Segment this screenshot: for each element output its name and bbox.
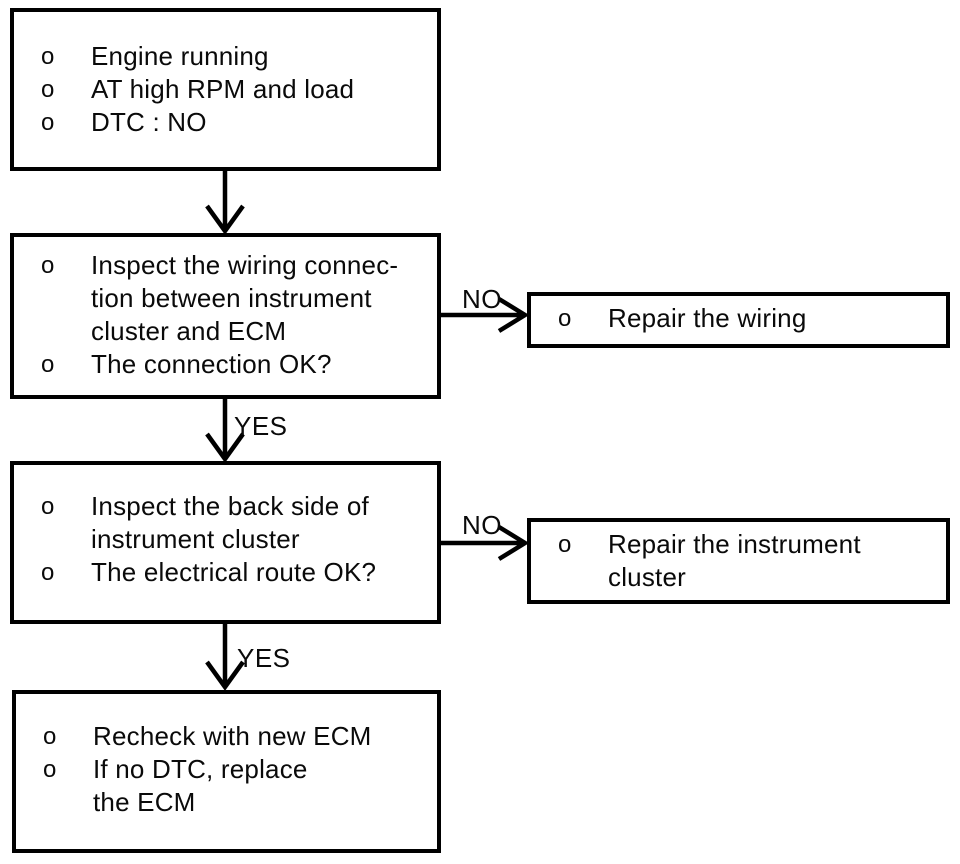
text-line: Repair the wiring <box>608 303 807 333</box>
text-line: AT high RPM and load <box>91 74 355 104</box>
bullet-marker: o <box>41 43 55 70</box>
text-line: tion between instrument <box>91 283 372 313</box>
bullet-item: o Engine running <box>14 40 437 73</box>
item-text: Inspect the back side of instrument clus… <box>91 490 437 556</box>
bullet-marker: o <box>43 723 57 750</box>
edge-label-yes-wiring: YES <box>234 411 288 441</box>
item-text: The connection OK? <box>91 348 437 381</box>
flow-box-repair-wiring: o Repair the wiring <box>527 292 950 348</box>
bullet-item: o Repair the instrument cluster <box>531 528 946 594</box>
text-line: Engine running <box>91 41 269 71</box>
item-text: Engine running <box>91 40 437 73</box>
bullet-marker: o <box>41 493 55 520</box>
text-line: The electrical route OK? <box>91 557 377 587</box>
edge-label-yes-cluster: YES <box>237 643 291 673</box>
bullet-item: o Inspect the wiring connec- tion betwee… <box>14 249 437 348</box>
arrow-right-no-wiring-icon <box>440 297 530 333</box>
bullet-item: o Recheck with new ECM <box>16 720 437 753</box>
text-line: Repair the instrument <box>608 529 861 559</box>
edge-label-no-cluster: NO <box>462 510 502 540</box>
bullet-marker: o <box>41 76 55 103</box>
bullet-marker: o <box>558 531 572 558</box>
item-text: The electrical route OK? <box>91 556 437 589</box>
arrow-down-yes-cluster-icon <box>205 623 245 691</box>
bullet-marker: o <box>41 252 55 279</box>
flow-box-inspect-wiring: o Inspect the wiring connec- tion betwee… <box>10 233 441 399</box>
item-text: If no DTC, replace the ECM <box>93 753 437 819</box>
bullet-item: o The electrical route OK? <box>14 556 437 589</box>
text-line: instrument cluster <box>91 524 300 554</box>
text-line: DTC : NO <box>91 107 207 137</box>
text-line: If no DTC, replace <box>93 754 308 784</box>
bullet-item: o DTC : NO <box>14 106 437 139</box>
text-line: Inspect the wiring connec- <box>91 250 399 280</box>
text-line: The connection OK? <box>91 349 332 379</box>
flow-box-start-conditions: o Engine running o AT high RPM and load … <box>10 8 441 171</box>
bullet-item: o AT high RPM and load <box>14 73 437 106</box>
text-line: Inspect the back side of <box>91 491 369 521</box>
text-line: cluster and ECM <box>91 316 287 346</box>
text-line: the ECM <box>93 787 196 817</box>
item-text: Repair the wiring <box>608 302 946 335</box>
item-text: AT high RPM and load <box>91 73 437 106</box>
bullet-item: o Repair the wiring <box>531 302 946 335</box>
item-text: DTC : NO <box>91 106 437 139</box>
item-text: Recheck with new ECM <box>93 720 437 753</box>
flow-box-repair-cluster: o Repair the instrument cluster <box>527 518 950 604</box>
text-line: Recheck with new ECM <box>93 721 372 751</box>
flow-box-inspect-cluster: o Inspect the back side of instrument cl… <box>10 461 441 624</box>
bullet-marker: o <box>41 351 55 378</box>
bullet-marker: o <box>558 305 572 332</box>
arrow-right-no-cluster-icon <box>440 525 530 561</box>
bullet-marker: o <box>41 109 55 136</box>
bullet-item: o The connection OK? <box>14 348 437 381</box>
bullet-item: o If no DTC, replace the ECM <box>16 753 437 819</box>
bullet-marker: o <box>43 756 57 783</box>
arrow-down-yes-wiring-icon <box>205 398 245 463</box>
arrow-down-icon <box>205 170 245 235</box>
flow-box-recheck-ecm: o Recheck with new ECM o If no DTC, repl… <box>12 690 441 853</box>
item-text: Inspect the wiring connec- tion between … <box>91 249 437 348</box>
item-text: Repair the instrument cluster <box>608 528 946 594</box>
bullet-marker: o <box>41 559 55 586</box>
edge-label-no-wiring: NO <box>462 284 502 314</box>
text-line: cluster <box>608 562 686 592</box>
bullet-item: o Inspect the back side of instrument cl… <box>14 490 437 556</box>
